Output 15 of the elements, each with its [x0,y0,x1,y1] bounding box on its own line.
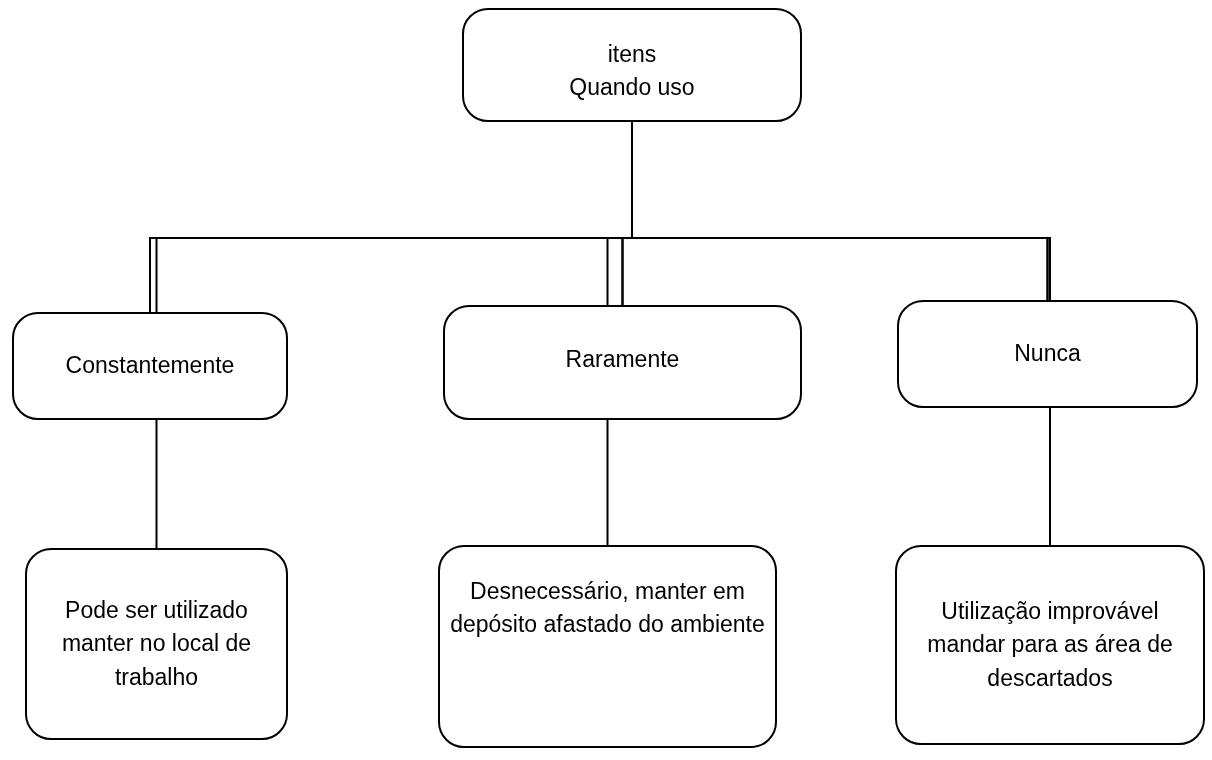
rounded-box [462,8,802,122]
rounded-box [12,312,288,420]
rounded-box [897,300,1198,408]
box-text: Quando uso [569,73,695,103]
box-text: itens [607,40,657,69]
rounded-box [443,305,802,420]
rounded-box [25,548,288,740]
box-text: Nunca [1014,339,1081,369]
box-text: Utilização improvável mandar para as área de descartados [926,597,1174,693]
rounded-box [895,545,1205,745]
box-text: Constantemente [65,351,235,381]
box-text: Pode ser utilizado manter no local de trabalho [60,596,253,692]
rounded-box [438,545,777,748]
box-text: Desnecessário, manter em depósito afastado do ambiente [449,577,766,640]
box-text: Raramente [565,345,680,374]
